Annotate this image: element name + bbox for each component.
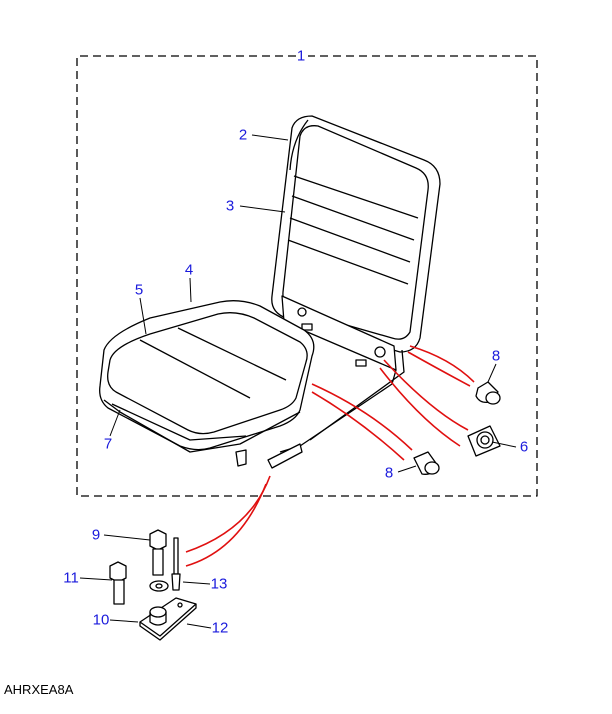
- callout-12: 12: [211, 619, 229, 637]
- seat-frame: [235, 295, 405, 469]
- callout-8-lower: 8: [384, 464, 394, 482]
- plate-12: [139, 597, 197, 641]
- bolt-9: [149, 529, 167, 576]
- kit-boundary: [76, 55, 538, 497]
- bracket-6: [467, 425, 501, 457]
- illustration-code: AHRXEA8A: [4, 682, 74, 697]
- callout-10: 10: [92, 611, 110, 629]
- seat-cushion: [99, 300, 315, 453]
- callout-2: 2: [238, 126, 248, 144]
- clip-8-upper: [475, 381, 501, 405]
- callout-9: 9: [91, 526, 101, 544]
- callout-6: 6: [519, 438, 529, 456]
- callout-13: 13: [210, 575, 228, 593]
- leader-lines: [79, 134, 517, 629]
- link-lines: [185, 345, 475, 567]
- callout-4: 4: [184, 261, 194, 279]
- seat-back: [271, 115, 441, 353]
- callout-11: 11: [63, 569, 79, 587]
- callout-5: 5: [134, 281, 144, 299]
- stud-13: [171, 537, 181, 591]
- callout-1: 1: [296, 47, 306, 65]
- callout-8-upper: 8: [491, 347, 501, 365]
- clip-8-lower: [413, 451, 440, 475]
- callout-3: 3: [225, 197, 235, 215]
- bolt-11: [109, 561, 127, 605]
- callout-7: 7: [103, 435, 113, 453]
- washer: [149, 580, 169, 592]
